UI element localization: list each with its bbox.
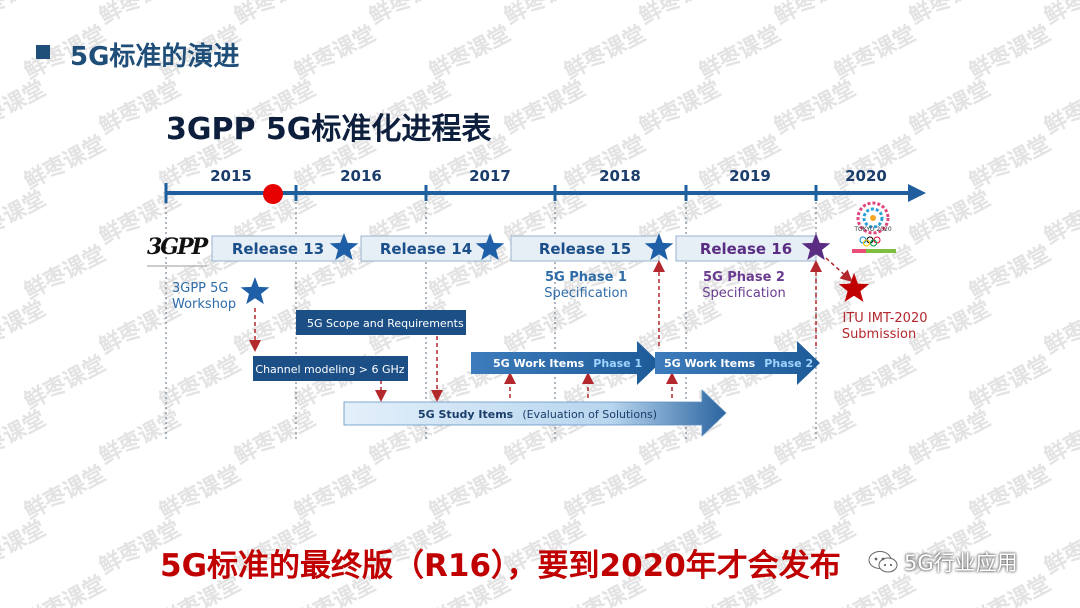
release-13-label: Release 13	[232, 240, 324, 258]
3gpp-logo-text: 3GPP	[147, 234, 210, 260]
current-time-marker	[263, 184, 283, 204]
3gpp-logo: 3GPP	[147, 234, 212, 267]
workshop-label-line2: Workshop	[172, 297, 236, 312]
study-items-arrow	[343, 389, 727, 437]
year-label-2015: 2015	[210, 167, 252, 185]
workshop-star	[240, 277, 270, 305]
release-14-star	[475, 233, 505, 261]
slide-title: 5G标准的演进	[70, 42, 240, 72]
year-label-2018: 2018	[599, 167, 641, 185]
release-16-box	[675, 235, 817, 262]
release-15-label: Release 15	[539, 240, 631, 258]
phase2-label-line2: Specification	[702, 286, 785, 301]
release-13-star	[329, 233, 359, 261]
scope-requirements-label: 5G Scope and Requirements	[307, 317, 464, 330]
timeline-axis-arrowhead	[908, 184, 926, 202]
year-label-2016: 2016	[340, 167, 382, 185]
phase2-label-line1: 5G Phase 2	[703, 270, 785, 285]
work-items-phase2-label: 5G Work Items Phase 2	[664, 352, 813, 371]
release-15-box	[510, 235, 660, 262]
arrow-release16-to-itu	[825, 257, 853, 283]
itu-label-line2: Submission	[842, 327, 916, 342]
release-16-star	[801, 233, 831, 261]
itu-submission-star	[838, 273, 870, 302]
work-items-phase2-arrow	[655, 341, 820, 385]
scope-requirements-box	[296, 310, 466, 335]
title-bullet	[36, 45, 50, 59]
tokyo-2020-label: TOKYO 2020	[853, 226, 892, 233]
phase1-label-line1: 5G Phase 1	[545, 270, 627, 285]
tokyo-2020-emblem: TOKYO 2020	[852, 201, 896, 253]
year-label-2017: 2017	[469, 167, 511, 185]
wechat-icon	[868, 551, 898, 573]
channel-modeling-box	[253, 356, 408, 381]
itu-label-line1: ITU IMT-2020	[843, 311, 928, 326]
year-label-2019: 2019	[729, 167, 771, 185]
study-items-label: 5G Study Items (Evaluation of Solutions)	[418, 403, 657, 422]
phase1-label-line2: Specification	[544, 286, 627, 301]
release-15-star	[644, 233, 674, 261]
bottom-caption: 5G标准的最终版（R16），要到2020年才会发布	[160, 548, 841, 584]
channel-modeling-label: Channel modeling > 6 GHz	[255, 363, 404, 376]
brand-label: 5G行业应用	[904, 551, 1018, 575]
work-items-phase1-arrow	[471, 341, 660, 385]
release-14-box	[360, 235, 492, 262]
dependency-arrows	[249, 257, 853, 402]
brand-watermark: 5G行业应用	[868, 547, 1018, 577]
chart-title: 3GPP 5G标准化进程表	[166, 112, 492, 147]
olympic-rings-icon	[859, 236, 881, 247]
workshop-label-line1: 3GPP 5G	[172, 281, 229, 296]
year-ticks	[164, 183, 818, 203]
work-items-phase1-label: 5G Work Items Phase 1	[493, 352, 642, 371]
release-14-label: Release 14	[380, 240, 472, 258]
year-label-2020: 2020	[845, 167, 887, 185]
release-16-label: Release 16	[700, 240, 792, 258]
